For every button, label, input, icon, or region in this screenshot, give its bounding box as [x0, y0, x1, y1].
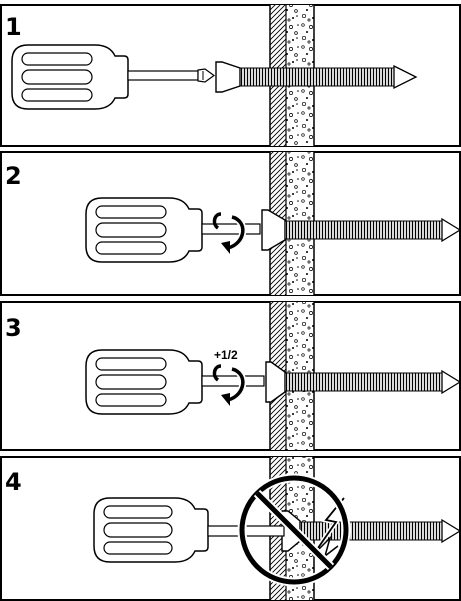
crack-icon	[315, 496, 346, 558]
screwdriver-icon	[85, 349, 265, 415]
screw-icon	[265, 361, 461, 403]
step-panel-2: 2	[0, 151, 461, 296]
screw-icon	[215, 61, 418, 93]
step-number-1: 1	[5, 13, 22, 41]
rotation-arrow-icon	[212, 364, 247, 406]
step-number-4: 4	[5, 468, 22, 496]
prohibited-icon	[237, 473, 351, 587]
rotation-arrow-icon	[212, 212, 247, 254]
step-number-2: 2	[5, 162, 22, 190]
step-panel-3: 3 +1/2	[0, 301, 461, 451]
screw-icon	[261, 209, 461, 251]
step-panel-1: 1	[0, 4, 461, 147]
half-turn-label: +1/2	[214, 348, 238, 362]
screwdriver-icon	[85, 197, 261, 263]
step-number-3: 3	[5, 314, 22, 342]
step-panel-4: 4	[0, 456, 461, 601]
screwdriver-icon	[11, 44, 216, 110]
